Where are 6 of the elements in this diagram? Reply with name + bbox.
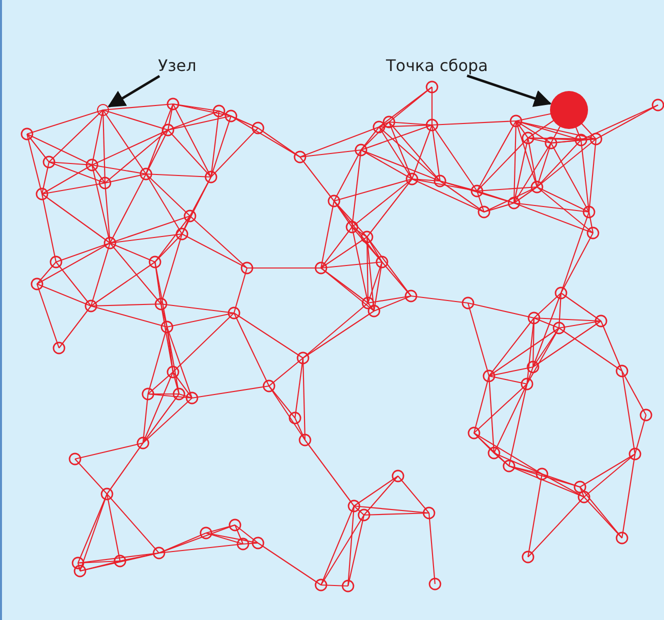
sink-node bbox=[550, 91, 588, 129]
arrow bbox=[108, 74, 160, 108]
node-circle bbox=[97, 104, 109, 116]
node-label: Узел bbox=[158, 56, 196, 75]
node-label: Точка сбора bbox=[386, 56, 488, 75]
arrow bbox=[466, 74, 552, 107]
